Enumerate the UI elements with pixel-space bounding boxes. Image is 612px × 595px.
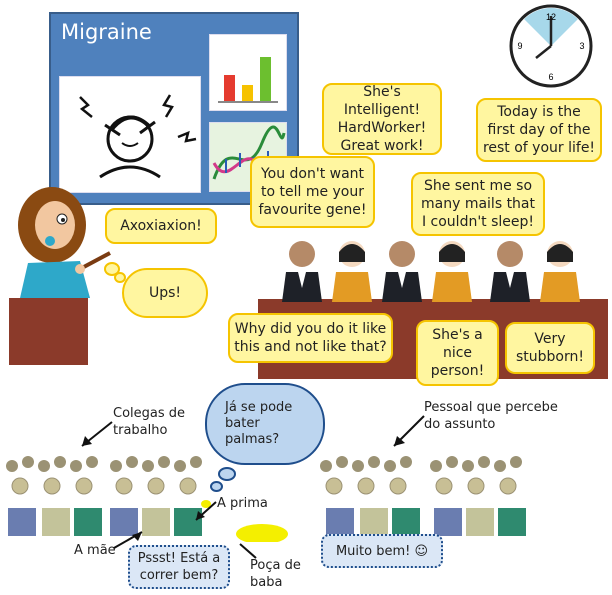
slide-title: Migraine [61, 20, 152, 44]
comment-stubborn-text: Very stubborn! [516, 331, 584, 365]
jury-member [432, 241, 472, 302]
speaker-woman [18, 187, 111, 298]
praise-note: Muito bem! ☺ [321, 534, 443, 568]
jury-members [282, 241, 580, 302]
bar-chart-thumbnail [209, 34, 287, 111]
comment-first-day-text: Today is the first day of the rest of yo… [482, 104, 596, 156]
speech-bubble-axoxiaxion: Axoxiaxion! [105, 208, 217, 244]
comment-stubborn: Very stubborn! [505, 322, 595, 374]
comment-mails: She sent me so many mails that I couldn'… [411, 172, 545, 236]
mother-label: A mãe [74, 543, 116, 558]
praise-note-text: Muito bem! ☺ [335, 543, 429, 559]
clock-numeral-3: 3 [579, 41, 584, 51]
arrow-icon [239, 543, 257, 559]
arrow-icon [195, 501, 217, 521]
jury-member [282, 241, 322, 302]
thought-dot [210, 481, 223, 492]
comment-intelligent-text: She's Intelligent! HardWorker! Great wor… [337, 84, 427, 154]
arrow-icon [113, 531, 143, 549]
colleagues-label: Colegas de trabalho [113, 406, 186, 438]
jury-member [540, 241, 580, 302]
comment-why-text: Why did you do it like this and not like… [234, 321, 387, 355]
clock-numeral-12: 12 [546, 12, 556, 22]
arrow-icon [81, 421, 113, 447]
whisper-note-text: Pssst! Está a correr bem? [137, 551, 221, 583]
thought-cloud-text: Já se pode bater palmas? [225, 400, 293, 447]
clock-icon: 12 3 6 9 [509, 4, 593, 88]
whisper-note: Pssst! Está a correr bem? [128, 545, 230, 589]
comment-mails-text: She sent me so many mails that I couldn'… [421, 178, 535, 230]
comment-first-day: Today is the first day of the rest of yo… [476, 98, 602, 162]
clock-numeral-9: 9 [517, 41, 522, 51]
thought-cloud: Já se pode bater palmas? [205, 383, 325, 465]
comment-nice-person: She's a nice person! [416, 320, 499, 386]
cousin-label: A prima [217, 496, 268, 511]
jury-member [332, 241, 372, 302]
comment-nice-person-text: She's a nice person! [430, 327, 485, 379]
audience-crowd [6, 456, 526, 542]
presentation-slide: Migraine [49, 12, 299, 205]
headache-drawing [59, 76, 201, 193]
comment-favourite-gene-text: You don't want to tell me your favourite… [258, 166, 367, 218]
speech-text-axoxiaxion: Axoxiaxion! [120, 218, 202, 234]
arrow-icon [393, 415, 425, 447]
thought-dot [114, 272, 126, 283]
comment-intelligent: She's Intelligent! HardWorker! Great wor… [322, 83, 442, 155]
thought-text-ups: Ups! [148, 285, 182, 301]
thought-dot [218, 467, 236, 481]
experts-label: Pessoal que percebe do assunto [424, 400, 558, 432]
jury-member [490, 241, 530, 302]
headache-illustration [79, 94, 197, 179]
puddle-label: Poça de baba [250, 558, 301, 590]
thought-bubble-ups: Ups! [122, 268, 208, 318]
comment-favourite-gene: You don't want to tell me your favourite… [250, 156, 375, 228]
clock-numeral-6: 6 [548, 72, 553, 82]
speaker-podium [9, 298, 88, 365]
comment-why: Why did you do it like this and not like… [228, 313, 393, 363]
jury-member [382, 241, 422, 302]
